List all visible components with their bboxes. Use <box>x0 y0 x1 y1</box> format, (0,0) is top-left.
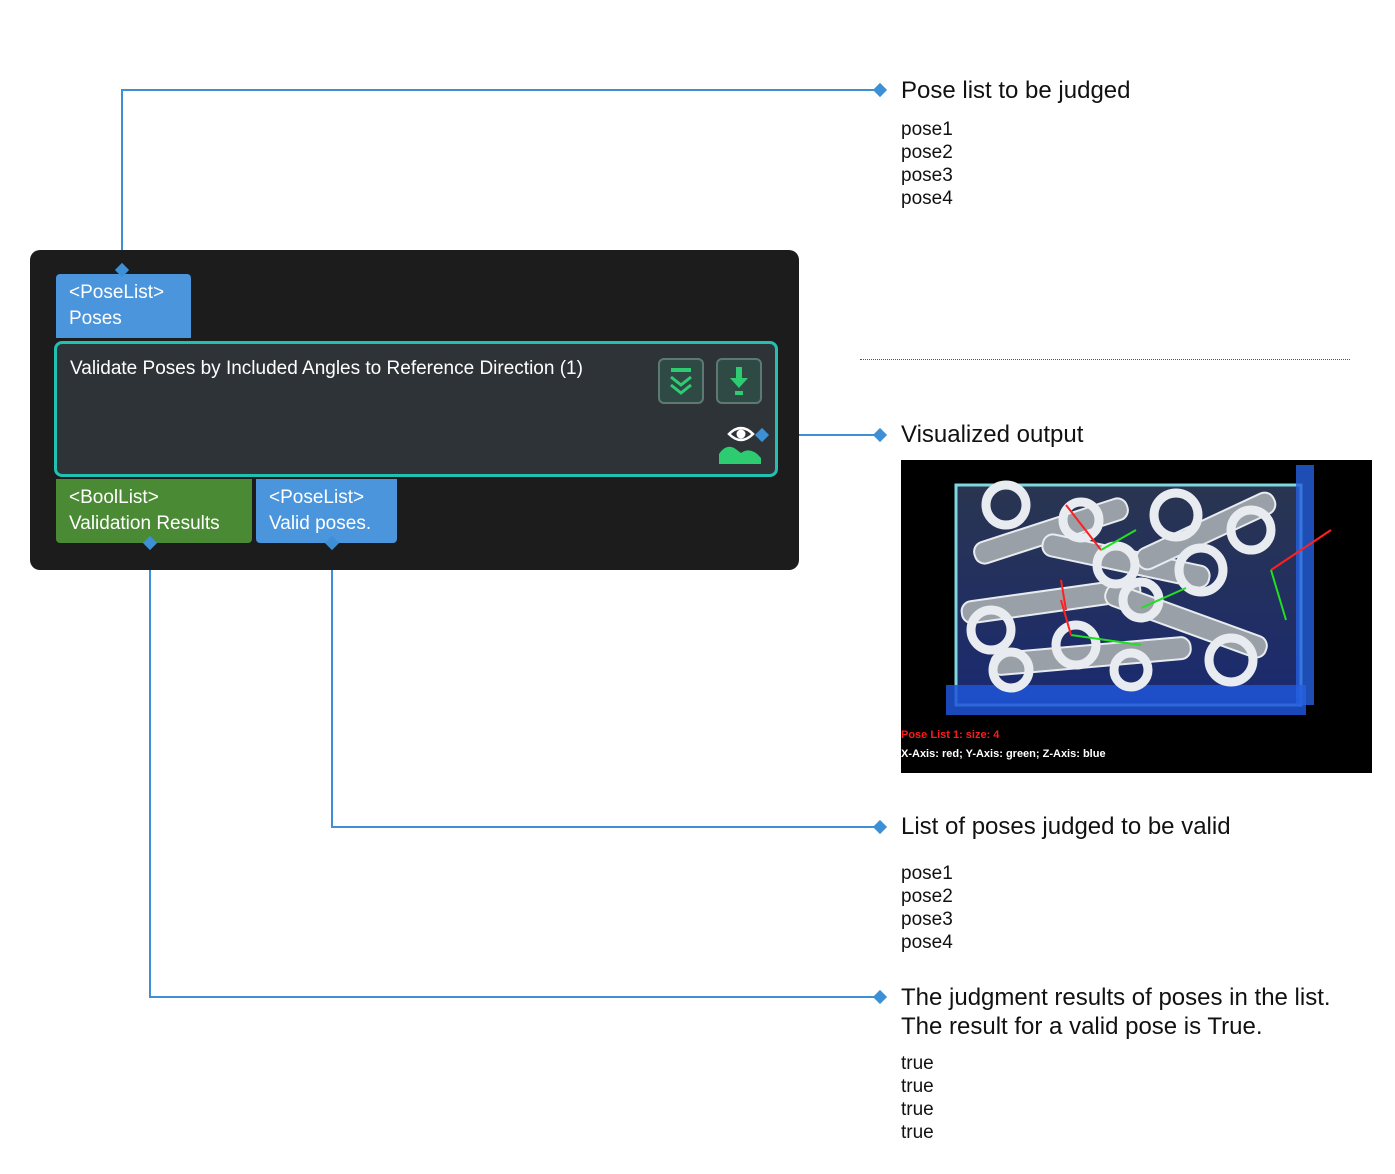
input-port-poses[interactable]: <PoseList> Poses <box>56 274 191 338</box>
node-title: Validate Poses by Included Angles to Ref… <box>70 358 583 379</box>
port-dot <box>114 262 130 278</box>
annotation-input-label: Pose list to be judged <box>901 77 1131 104</box>
visualization-legend: X-Axis: red; Y-Axis: green; Z-Axis: blue <box>901 748 1106 760</box>
connector-valid-poses <box>331 545 880 828</box>
collapse-icon <box>670 368 692 395</box>
port-type: <PoseList> <box>69 282 165 303</box>
port-name: Valid poses. <box>269 513 372 534</box>
download-button[interactable] <box>716 358 762 404</box>
port-dot <box>324 535 340 551</box>
port-name: Poses <box>69 308 122 329</box>
list-item: pose2 <box>901 142 953 163</box>
download-icon <box>730 367 748 395</box>
list-item: true <box>901 1099 934 1120</box>
output-port-valid-poses[interactable]: <PoseList> Valid poses. <box>256 479 397 543</box>
list-item: true <box>901 1122 934 1143</box>
list-item: pose2 <box>901 886 953 907</box>
connector-results <box>149 545 880 998</box>
output-port-validation-results[interactable]: <BoolList> Validation Results <box>56 479 252 543</box>
annotation-visualized-label: Visualized output <box>901 421 1084 448</box>
list-item: pose3 <box>901 165 953 186</box>
annotation-results-line2: The result for a valid pose is True. <box>901 1013 1263 1040</box>
divider <box>860 359 1350 360</box>
port-dot <box>754 427 770 443</box>
annotation-valid-poses-label: List of poses judged to be valid <box>901 813 1231 840</box>
port-dot <box>142 535 158 551</box>
connector-end-diamond <box>872 427 888 443</box>
list-item: pose4 <box>901 188 953 209</box>
annotation-results-values: true true true true <box>901 1052 934 1144</box>
list-item: pose4 <box>901 932 953 953</box>
port-type: <BoolList> <box>69 487 159 508</box>
eye-icon[interactable] <box>717 420 765 464</box>
connector-end-diamond <box>872 989 888 1005</box>
visualization-caption: Pose List 1: size: 4 <box>901 729 1000 741</box>
list-item: true <box>901 1053 934 1074</box>
annotation-input-values: pose1 pose2 pose3 pose4 <box>901 118 953 210</box>
annotation-results-line1: The judgment results of poses in the lis… <box>901 984 1331 1011</box>
list-item: true <box>901 1076 934 1097</box>
node-box[interactable]: Validate Poses by Included Angles to Ref… <box>54 341 778 477</box>
connector-input <box>121 89 880 270</box>
port-name: Validation Results <box>69 513 220 534</box>
annotation-results-label: The judgment results of poses in the lis… <box>901 983 1331 1041</box>
list-item: pose3 <box>901 909 953 930</box>
list-item: pose1 <box>901 119 953 140</box>
port-type: <PoseList> <box>269 487 365 508</box>
connector-end-diamond <box>872 819 888 835</box>
connector-end-diamond <box>872 82 888 98</box>
collapse-button[interactable] <box>658 358 704 404</box>
visualized-output-image: Pose List 1: size: 4 X-Axis: red; Y-Axis… <box>901 460 1372 773</box>
annotation-valid-poses-values: pose1 pose2 pose3 pose4 <box>901 862 953 954</box>
list-item: pose1 <box>901 863 953 884</box>
pointcloud-image <box>946 465 1332 715</box>
